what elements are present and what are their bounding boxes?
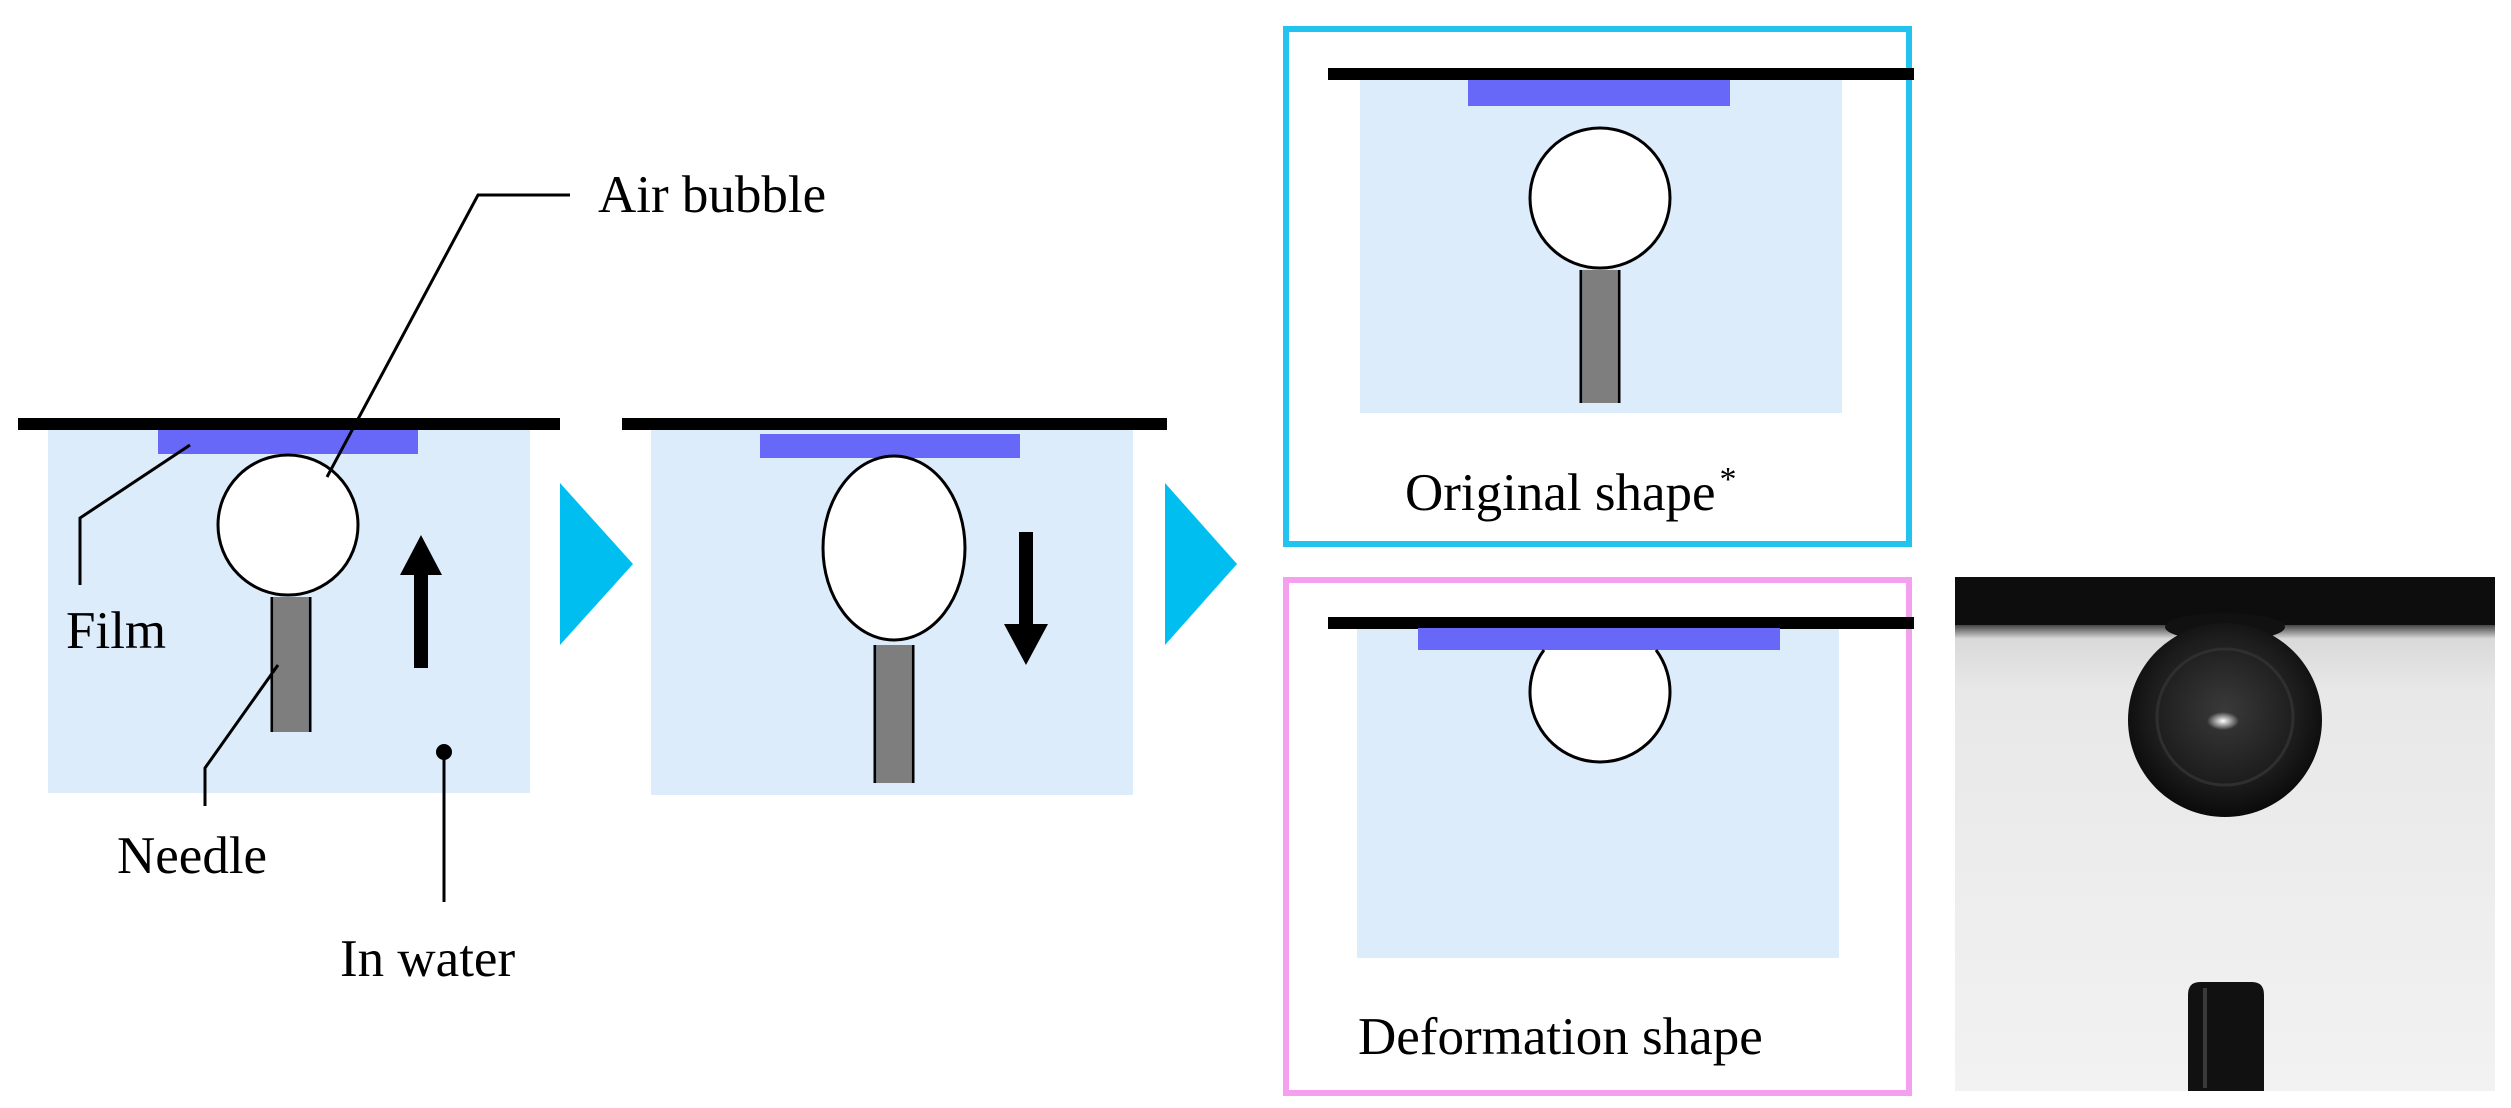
substrate-bar bbox=[18, 418, 560, 430]
photo-glint bbox=[2207, 712, 2239, 730]
film-strip bbox=[1468, 80, 1730, 106]
air-bubble bbox=[216, 453, 360, 597]
needle bbox=[877, 645, 911, 783]
arrow-down-icon bbox=[1004, 532, 1048, 665]
arrow-up-icon bbox=[400, 535, 442, 668]
air-bubble-attached bbox=[1528, 649, 1672, 764]
substrate-bar bbox=[622, 418, 1167, 430]
film-strip bbox=[158, 430, 418, 454]
result-original-shape: Original shape* bbox=[1283, 26, 1914, 547]
panel-contact bbox=[622, 418, 1167, 795]
film-strip bbox=[760, 434, 1020, 458]
panel-approach bbox=[18, 418, 560, 793]
air-bubble-elongated bbox=[821, 454, 967, 642]
air-bubble bbox=[1528, 126, 1672, 270]
photo-needle-highlight bbox=[2203, 988, 2207, 1088]
result-deformation-shape: Deformation shape bbox=[1283, 577, 1914, 1096]
needle bbox=[274, 597, 308, 732]
step-arrow-icon bbox=[560, 483, 633, 645]
footnote-mark: * bbox=[1720, 461, 1737, 498]
photo-needle bbox=[2188, 982, 2264, 1091]
photo-bubble-ring bbox=[2155, 647, 2295, 787]
leader-film bbox=[78, 443, 191, 585]
frame-deformation bbox=[1283, 577, 1912, 1096]
label-needle: Needle bbox=[117, 827, 267, 885]
label-deformation-shape: Deformation shape bbox=[1358, 1008, 1763, 1066]
step-arrow-icon bbox=[1165, 483, 1237, 645]
frame-original bbox=[1283, 26, 1912, 547]
needle bbox=[1583, 270, 1617, 403]
leader-needle bbox=[203, 664, 280, 806]
substrate-bar bbox=[1328, 617, 1914, 629]
film-strip bbox=[1418, 628, 1780, 650]
leader-air-bubble bbox=[325, 193, 570, 478]
label-in-water: In water bbox=[340, 930, 515, 988]
droplet-photo bbox=[1955, 577, 2495, 1091]
label-original-shape: Original shape* bbox=[1405, 461, 1737, 522]
label-air-bubble: Air bubble bbox=[598, 166, 826, 224]
substrate-bar bbox=[1328, 68, 1914, 80]
label-film: Film bbox=[66, 602, 166, 660]
